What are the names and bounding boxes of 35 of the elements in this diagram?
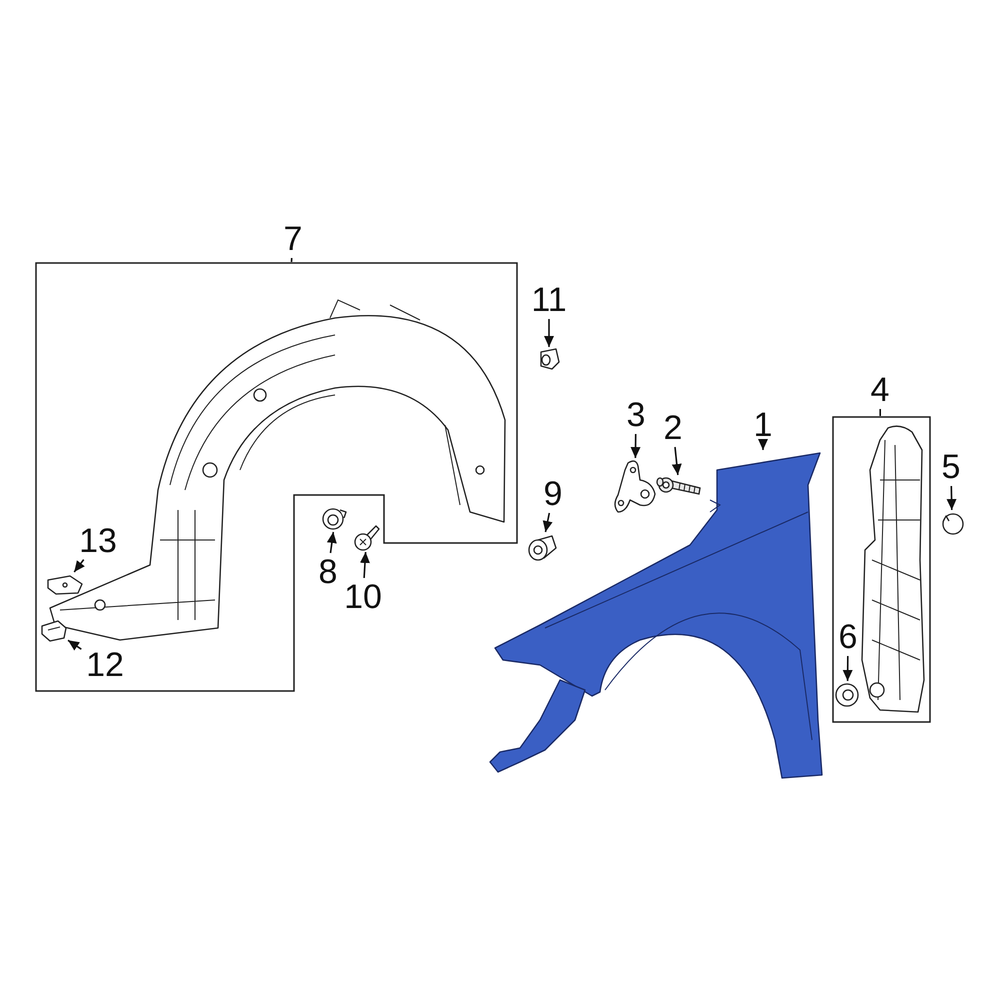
leader-line [290, 258, 292, 262]
screw-drawing [353, 523, 380, 552]
grommet-drawing [834, 681, 861, 709]
arrow [758, 439, 768, 450]
arrow [68, 640, 82, 651]
leader-line [879, 409, 881, 416]
arrow [842, 656, 853, 681]
group-outline [832, 416, 931, 723]
nut-drawing [538, 347, 560, 370]
clip-drawing [40, 619, 68, 643]
arrow [946, 486, 957, 510]
callout-number: 2 [660, 411, 686, 445]
callout-number: 13 [76, 524, 120, 558]
group-outline [36, 262, 518, 692]
arrow [542, 512, 553, 532]
callout-number: 7 [280, 222, 306, 256]
clip-drawing [322, 506, 348, 532]
callout-number: 10 [341, 580, 385, 614]
callout-number: 1 [750, 408, 776, 442]
callout-number: 12 [83, 648, 127, 682]
arrow [630, 434, 641, 458]
arrow [74, 559, 85, 572]
arrow [544, 319, 554, 347]
arrow [326, 532, 337, 554]
callout-number: 5 [938, 450, 964, 484]
arrow [672, 446, 682, 476]
arrow [360, 552, 370, 578]
callout-number: 6 [835, 620, 861, 654]
callout-number: 3 [623, 398, 649, 432]
callout-number: 8 [315, 555, 341, 589]
callout-number: 9 [540, 477, 566, 511]
callout-number: 4 [867, 373, 893, 407]
callout-number: 11 [527, 283, 571, 317]
bolt-drawing [656, 475, 702, 497]
bracket-drawing [613, 458, 657, 515]
